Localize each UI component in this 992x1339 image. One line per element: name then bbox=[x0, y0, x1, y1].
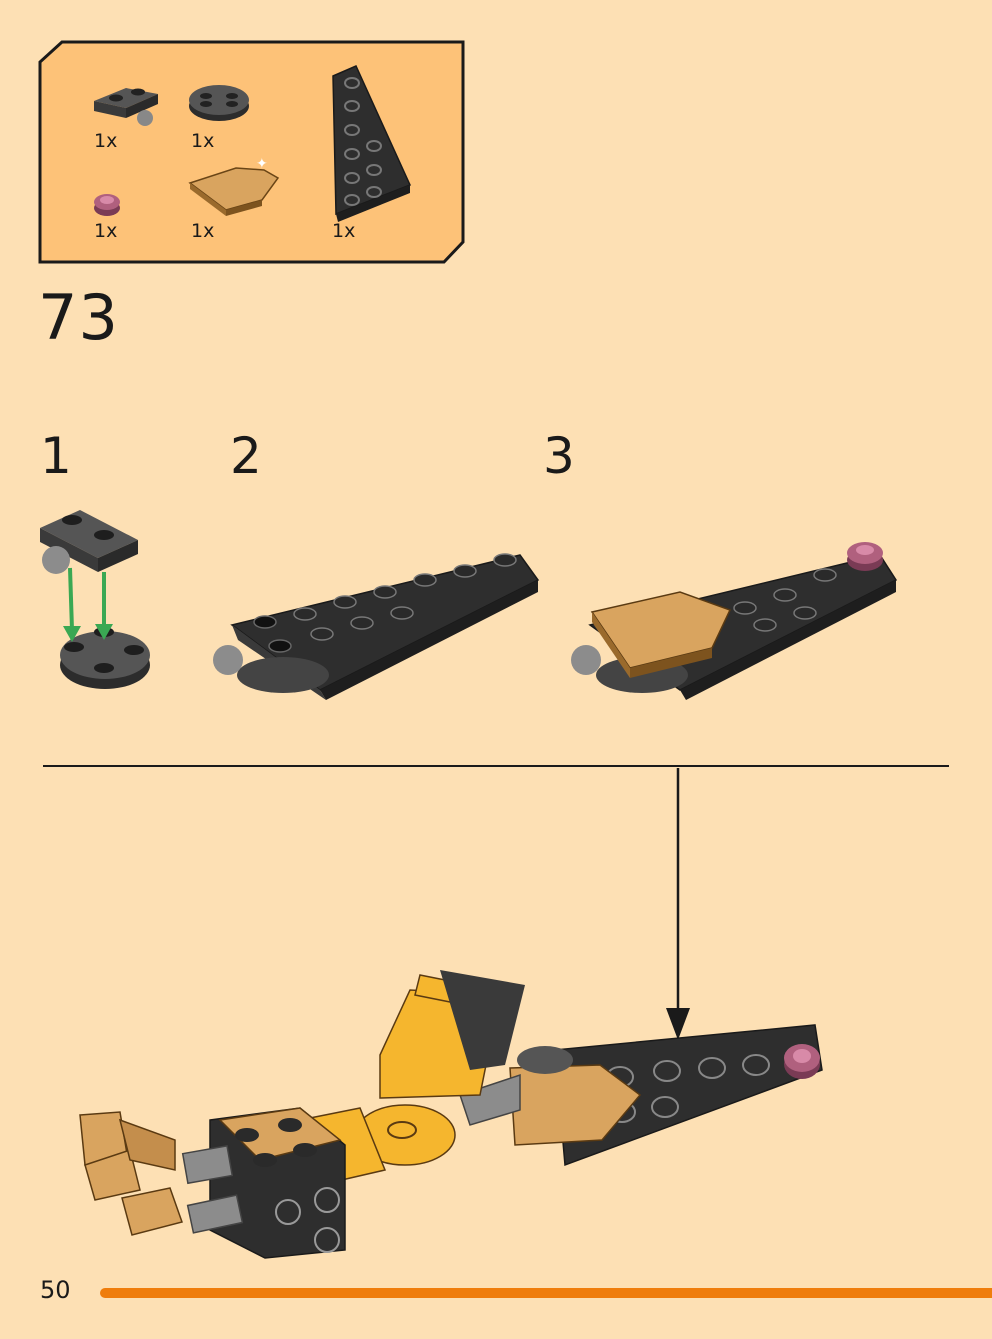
gold-tile-icon: ✦ bbox=[188, 156, 280, 216]
svg-text:✦: ✦ bbox=[256, 156, 268, 172]
green-arrow-head-right bbox=[95, 624, 113, 640]
qty-round-plate-1x1-pink: 1x bbox=[94, 220, 118, 242]
substep-number-3: 3 bbox=[543, 427, 575, 485]
placement-arrow-head bbox=[666, 1008, 690, 1040]
qty-round-plate-2x2: 1x bbox=[191, 130, 215, 152]
step-number: 73 bbox=[38, 281, 119, 354]
plate-1x2-with-ball-icon bbox=[94, 88, 158, 126]
wedge-plate-icon bbox=[332, 65, 412, 222]
page-number: 50 bbox=[40, 1276, 71, 1304]
substep-2-illustration bbox=[213, 553, 540, 700]
progress-bar bbox=[100, 1288, 992, 1298]
round-plate-2x2-icon bbox=[189, 85, 249, 121]
parts-list-callout: ✦ 1x 1x 1x 1x 1x bbox=[0, 0, 992, 280]
qty-gold-tile: 1x bbox=[191, 220, 215, 242]
qty-wedge-plate: 1x bbox=[332, 220, 356, 242]
green-arrow-head-left bbox=[63, 626, 81, 642]
green-arrow-line-left bbox=[68, 567, 74, 631]
substep-number-1: 1 bbox=[40, 427, 72, 485]
substep-1-illustration bbox=[40, 510, 150, 689]
parts-list-frame: ✦ bbox=[38, 40, 465, 264]
substep-3-illustration bbox=[571, 542, 898, 700]
substep-number-2: 2 bbox=[230, 427, 262, 485]
section-divider bbox=[43, 765, 949, 767]
round-plate-1x1-pink-icon bbox=[94, 194, 120, 216]
qty-plate-1x2-with-ball: 1x bbox=[94, 130, 118, 152]
